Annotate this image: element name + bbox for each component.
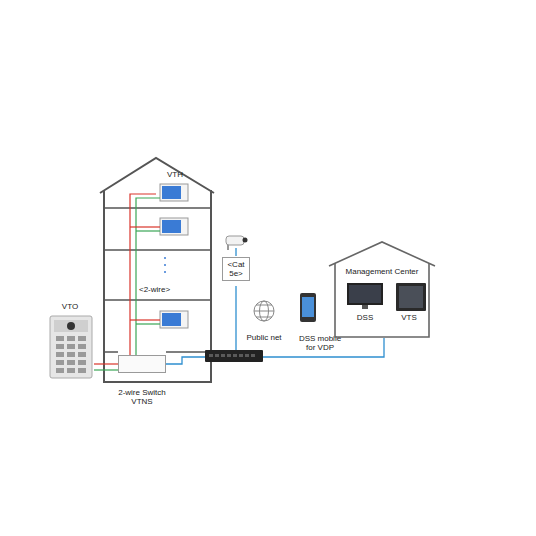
key — [67, 344, 75, 349]
ip-camera — [226, 236, 248, 250]
dss-monitor — [347, 283, 383, 309]
house-wall — [335, 263, 429, 337]
cable-tag: <Cat 5e> — [222, 257, 250, 281]
public-network: Public net — [240, 296, 288, 342]
indoor-monitor: VTH — [156, 170, 194, 202]
key — [67, 352, 75, 357]
mobile-client: DSS mobile for VDP — [290, 290, 350, 352]
house-outline — [328, 240, 436, 338]
node-label: DSS — [357, 313, 373, 322]
vth-monitors — [160, 184, 188, 328]
port — [233, 354, 237, 357]
more-floors-dots — [164, 257, 166, 273]
node-label: VTS — [401, 313, 417, 322]
key — [56, 352, 64, 357]
network-switch — [205, 350, 263, 362]
two-wire-connector — [130, 194, 156, 355]
two-wire-switch: 2-wire Switch VTNS — [118, 355, 166, 373]
building-roof — [100, 158, 214, 193]
node-label: Management Center — [346, 267, 419, 276]
port — [239, 354, 243, 357]
node-label: VTH — [167, 170, 183, 179]
port — [251, 354, 255, 357]
key — [56, 336, 64, 341]
port — [227, 354, 231, 357]
node-label: Public net — [246, 333, 281, 342]
cable-label: <2-wire> — [138, 285, 171, 294]
key — [67, 360, 75, 365]
key — [56, 360, 64, 365]
door-station: VTO — [46, 302, 94, 380]
key — [67, 368, 75, 373]
node-label: 2-wire Switch VTNS — [110, 388, 174, 406]
key — [78, 344, 86, 349]
key — [56, 344, 64, 349]
key — [78, 352, 86, 357]
floor-lines — [104, 208, 211, 352]
key — [78, 336, 86, 341]
key — [56, 368, 64, 373]
node-label: <Cat 5e> — [224, 260, 248, 278]
key — [78, 368, 86, 373]
dss-server: DSS — [344, 282, 386, 322]
mobile-phone — [300, 293, 316, 322]
vts-console — [396, 283, 426, 311]
vts-console: VTS — [388, 282, 430, 322]
two-wire-connector — [94, 363, 118, 364]
port — [245, 354, 249, 357]
network-cables — [166, 248, 384, 364]
internet-globe — [254, 301, 274, 321]
port — [221, 354, 225, 357]
port — [215, 354, 219, 357]
vto-panel — [50, 316, 92, 378]
key — [78, 360, 86, 365]
two-wire-cables — [94, 198, 160, 370]
management-center: Management CenterDSS VTS — [328, 240, 436, 338]
port — [209, 354, 213, 357]
node-label: VTO — [62, 302, 78, 311]
key — [67, 336, 75, 341]
building-wall — [104, 190, 211, 382]
house-roof — [329, 242, 435, 266]
